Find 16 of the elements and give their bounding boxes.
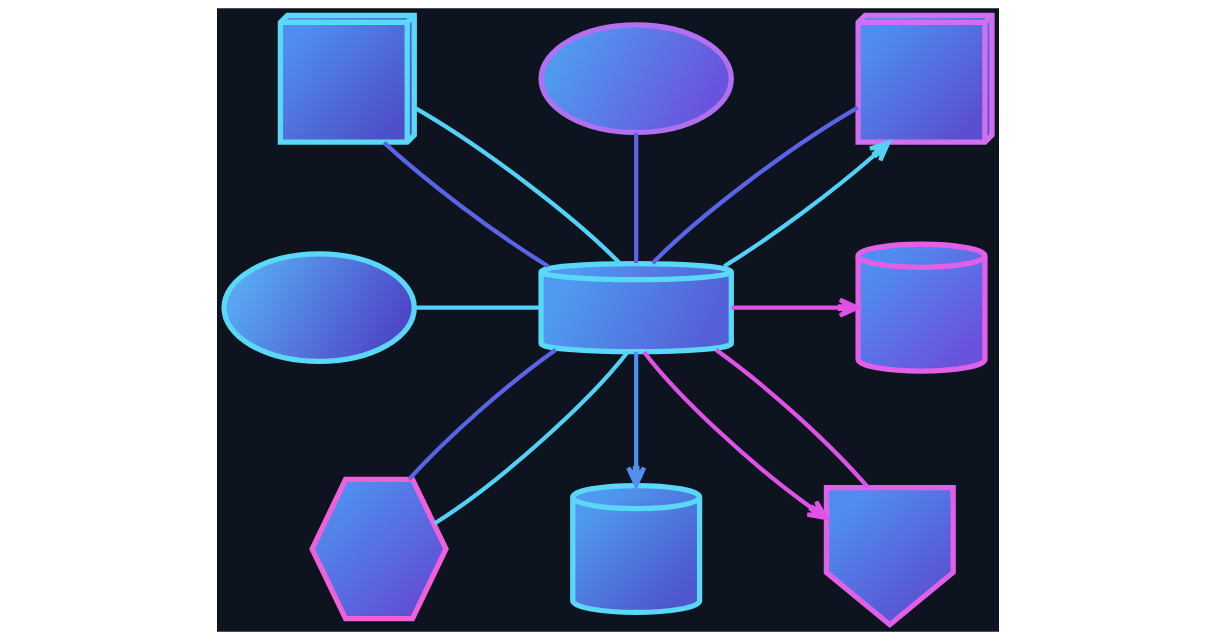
node-cloud [538, 22, 734, 136]
connector [382, 141, 550, 269]
arrow [723, 140, 891, 269]
arrow [731, 297, 860, 318]
node-hexagon [309, 476, 449, 622]
connector [714, 348, 870, 489]
connector [634, 132, 639, 263]
node-shield [823, 485, 956, 629]
arrow [626, 351, 647, 488]
node-cloud [221, 251, 417, 365]
connector [414, 305, 541, 310]
connector [407, 348, 558, 481]
connector [651, 105, 859, 265]
connector [432, 350, 630, 526]
arrow [642, 350, 829, 521]
connector [413, 105, 622, 265]
